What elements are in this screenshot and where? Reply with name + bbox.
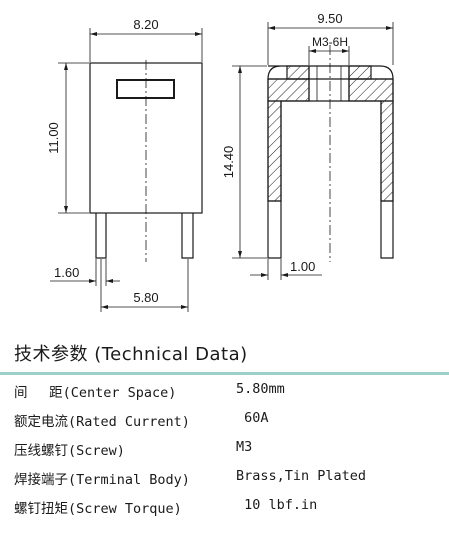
side-width-label: 9.50: [317, 11, 342, 26]
side-thread-arrow-right: [342, 49, 349, 53]
spec-label: 螺钉扭矩(Screw Torque): [14, 501, 182, 517]
side-section-cap-right: [348, 65, 372, 80]
front-spacing-arrow-right: [181, 305, 188, 309]
front-pin-arrow-left: [89, 279, 96, 283]
side-section-leg-left: [267, 100, 282, 202]
side-thickness-label: 1.00: [290, 259, 315, 274]
spec-row-rated-current: 额定电流(Rated Current) 60A: [14, 410, 434, 434]
side-section-cap-left: [286, 65, 310, 80]
spec-row-terminal-body: 焊接端子(Terminal Body) Brass,Tin Plated: [14, 468, 434, 492]
side-width-arrow-left: [268, 26, 275, 30]
side-thick-arrow-right: [281, 273, 288, 277]
front-spacing-arrow-left: [101, 305, 108, 309]
side-thick-arrow-left: [261, 273, 268, 277]
front-pin-spacing-label: 5.80: [133, 290, 158, 305]
front-pin-left: [95, 213, 107, 259]
spec-row-center-space: 间 距(Center Space) 5.80mm: [14, 381, 434, 405]
side-section-top-right: [348, 78, 394, 102]
spec-label: 间 距(Center Space): [14, 385, 177, 401]
spec-value: 60A: [236, 410, 269, 426]
side-outline: [267, 65, 394, 259]
front-height-label: 11.00: [46, 122, 61, 154]
spec-row-screw-torque: 螺钉扭矩(Screw Torque) 10 lbf.in: [14, 497, 434, 521]
spec-row-screw: 压线螺钉(Screw) M3: [14, 439, 434, 463]
front-height-arrow-top: [64, 63, 68, 70]
side-thread-label: M3-6H: [312, 35, 348, 49]
side-height-arrow-top: [238, 66, 242, 73]
front-width-arrow-right: [195, 32, 202, 36]
front-width-arrow-left: [90, 32, 97, 36]
section-divider: [0, 372, 449, 375]
spec-value: Brass,Tin Plated: [236, 468, 367, 484]
side-height-arrow-bottom: [238, 251, 242, 258]
side-thread-arrow-left: [309, 49, 316, 53]
spec-value: 5.80mm: [236, 381, 285, 397]
side-view: [232, 22, 394, 280]
front-screw-window: [116, 79, 175, 99]
spec-value: 10 lbf.in: [236, 497, 318, 513]
section-title: 技术参数 (Technical Data): [14, 344, 248, 365]
spec-value: M3: [236, 439, 253, 455]
front-pin-width-label: 1.60: [54, 265, 79, 280]
spec-label: 额定电流(Rated Current): [14, 414, 190, 430]
side-section-leg-right: [380, 100, 394, 202]
front-pin-arrow-right: [106, 279, 113, 283]
spec-label: 焊接端子(Terminal Body): [14, 472, 190, 488]
spec-label: 压线螺钉(Screw): [14, 443, 125, 459]
technical-drawing: 8.20 11.00 1.60 5.80: [46, 11, 394, 312]
front-width-label: 8.20: [133, 17, 158, 32]
front-view: [50, 28, 203, 312]
front-pin-right: [181, 213, 194, 259]
side-width-arrow-right: [386, 26, 393, 30]
side-height-label: 14.40: [221, 146, 236, 179]
side-section-top-left: [267, 78, 310, 102]
front-height-arrow-bottom: [64, 206, 68, 213]
